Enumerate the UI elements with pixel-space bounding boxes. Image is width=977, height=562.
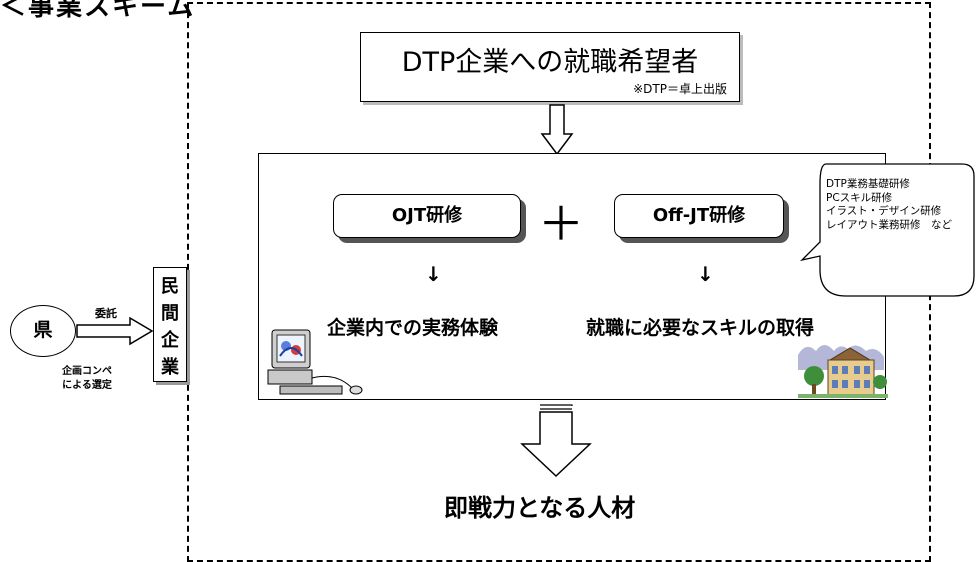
applicant-title: DTP企業への就職希望者: [401, 47, 699, 78]
ojt-training-box: OJT研修: [333, 194, 521, 238]
bubble-line: PCスキル研修: [826, 191, 893, 204]
bubble-line: DTP業務基礎研修: [826, 178, 910, 190]
bubble-line: レイアウト業務研修 など: [826, 218, 952, 231]
selection-line: 企画コンペ: [62, 366, 112, 377]
ojt-result: 企業内での実務体験: [327, 317, 499, 339]
selection-label: 企画コンペ による選定: [62, 365, 112, 393]
commission-label: 委託: [95, 307, 117, 320]
private-company-char: 民: [161, 276, 179, 297]
commission-arrow: [76, 317, 154, 346]
dtp-note: ※DTP＝卓上出版: [633, 82, 727, 96]
building-icon: [798, 345, 888, 398]
training-bubble: [799, 163, 975, 297]
offjt-result: 就職に必要なスキルの取得: [586, 317, 815, 339]
applicant-box: DTP企業への就職希望者 ※DTP＝卓上出版: [360, 32, 740, 102]
outcome-label: 即戦力となる人材: [444, 494, 636, 522]
private-company-char: 間: [161, 303, 179, 324]
offjt-training-box: Off-JT研修: [614, 194, 784, 238]
arrow-down-offjt: ↓: [697, 262, 714, 286]
private-company-char: 企: [161, 330, 179, 351]
arrow-down-1: [540, 104, 574, 156]
selection-line: による選定: [62, 380, 112, 391]
private-company-char: 業: [161, 357, 179, 378]
private-company-box: 民 間 企 業: [153, 267, 187, 382]
computer-icon: [267, 329, 363, 395]
bubble-line: イラスト・デザイン研修: [826, 205, 942, 217]
arrow-down-ojt: ↓: [425, 262, 442, 286]
bubble-text: DTP業務基礎研修 PCスキル研修 イラスト・デザイン研修 レイアウト業務研修 …: [826, 178, 952, 232]
prefecture-circle: 県: [10, 305, 76, 357]
arrow-down-2: [520, 404, 592, 478]
page-title: ＜事業スキーム: [0, 0, 196, 22]
plus-sign: ＋: [538, 197, 584, 251]
